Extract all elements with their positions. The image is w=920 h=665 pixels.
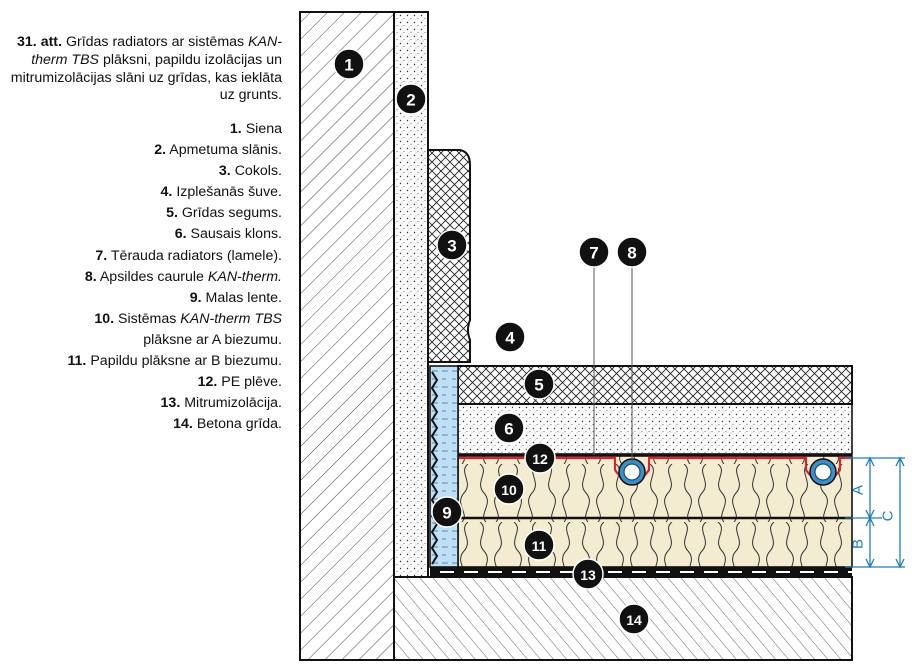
legend-item-text: Cokols. xyxy=(234,163,282,180)
legend-item-italic: KAN-therm. xyxy=(207,268,282,285)
callout-badge-label-10: 10 xyxy=(501,482,517,498)
legend-item-number: 9. xyxy=(189,289,202,306)
legend-item: plāksne ar A biezumu. xyxy=(0,330,282,351)
heating-pipe-1-bore xyxy=(623,463,641,481)
floor-covering xyxy=(457,365,853,405)
legend-panel: 31. att. Grīdas radiators ar sistēmas KA… xyxy=(0,34,282,435)
legend-item: 10. Sistēmas KAN-therm TBS xyxy=(0,309,282,330)
callout-badge-label-4: 4 xyxy=(505,329,515,348)
callout-badge-6 xyxy=(493,412,525,444)
dimension-c-label: C xyxy=(880,510,897,521)
legend-item-number: 3. xyxy=(218,163,231,180)
callout-badge-label-9: 9 xyxy=(442,504,451,523)
legend-item-text: Mitrumizolācija. xyxy=(184,395,282,412)
legend-item-text: Sistēmas xyxy=(118,310,181,327)
legend-item-text: Grīdas segums. xyxy=(181,205,282,222)
legend-item-text: Malas lente. xyxy=(205,289,283,306)
callout-badge-label-7: 7 xyxy=(589,244,598,263)
figure-caption: 31. att. Grīdas radiators ar sistēmas KA… xyxy=(0,34,282,105)
callout-badge-5 xyxy=(523,368,555,400)
legend-item: 8. Apsildes caurule KAN-therm. xyxy=(0,267,282,288)
callout-badge-4 xyxy=(494,321,526,353)
legend-item-text: Apmetuma slānis. xyxy=(169,142,282,159)
legend-item: 6. Sausais klons. xyxy=(0,224,282,245)
legend-item-text: Izplešanās šuve. xyxy=(176,184,282,201)
legend-item-text: plāksne ar A biezumu. xyxy=(143,331,282,348)
legend-item: 7. Tērauda radiators (lamele). xyxy=(0,246,282,267)
callout-badge-14 xyxy=(618,603,650,635)
legend-item: 5. Grīdas segums. xyxy=(0,203,282,224)
caption-number: 31. att. xyxy=(17,34,62,50)
caption-text-before: Grīdas radiators ar sistēmas xyxy=(65,34,245,50)
legend-item-number: 7. xyxy=(95,247,108,264)
callout-badge-10 xyxy=(493,473,525,505)
legend-item-number: 2. xyxy=(154,142,167,159)
legend-item: 13. Mitrumizolācija. xyxy=(0,393,282,414)
callout-badge-label-1: 1 xyxy=(344,56,353,75)
legend-item-number: 6. xyxy=(174,226,187,243)
additional-board xyxy=(457,517,853,568)
edge-strip-fold xyxy=(430,371,439,565)
legend-item-text: Apsildes caurule xyxy=(99,268,208,285)
callout-badge-7 xyxy=(578,236,610,268)
legend-item-number: 5. xyxy=(166,205,178,222)
legend-item: 4. Izplešanās šuve. xyxy=(0,182,282,203)
callout-badge-3 xyxy=(436,229,468,261)
legend-item-text: Sausais klons. xyxy=(190,226,282,243)
wall xyxy=(299,11,395,661)
callout-badge-13 xyxy=(572,558,604,590)
legend-item-text: PE plēve. xyxy=(221,374,282,391)
legend-item-number: 8. xyxy=(84,268,97,285)
callout-badge-label-8: 8 xyxy=(627,244,636,263)
callout-badge-label-6: 6 xyxy=(504,420,513,439)
callout-badge-label-5: 5 xyxy=(534,376,543,395)
callout-badge-8 xyxy=(616,236,648,268)
callout-badge-12 xyxy=(524,442,556,474)
legend-item: 1. Siena xyxy=(0,119,282,140)
callout-badge-label-3: 3 xyxy=(447,237,456,256)
callout-badge-1 xyxy=(333,48,365,80)
heating-pipe-2-bore xyxy=(814,463,832,481)
legend-item-text: Siena xyxy=(245,121,282,137)
callout-badge-label-12: 12 xyxy=(532,451,548,467)
legend-item-number: 13. xyxy=(160,395,181,412)
legend-item: 2. Apmetuma slānis. xyxy=(0,140,282,161)
callout-badge-label-11: 11 xyxy=(532,538,547,554)
legend-item-italic: KAN-therm TBS xyxy=(180,310,282,327)
callout-badge-11 xyxy=(523,529,555,561)
dimension-lines xyxy=(845,456,905,569)
legend-item-number: 14. xyxy=(173,416,193,433)
caption-system-name: KAN-therm TBS xyxy=(31,34,282,68)
legend-item: 3. Cokols. xyxy=(0,161,282,182)
legend-item-number: 1. xyxy=(229,121,242,137)
callout-badge-label-14: 14 xyxy=(626,612,642,628)
callout-badge-2 xyxy=(395,83,427,115)
legend-item: 11. Papildu plāksne ar B biezumu. xyxy=(0,351,282,372)
legend-item-text: Betona grīda. xyxy=(196,416,282,433)
dimension-b-label: B xyxy=(850,539,867,549)
caption-text-after: plāksni, papildu izolācijas un mitrumizo… xyxy=(10,51,282,104)
callout-badge-label-13: 13 xyxy=(580,567,596,583)
legend-item: 9. Malas lente. xyxy=(0,288,282,309)
callout-badge-label-2: 2 xyxy=(406,91,415,110)
legend-item-number: 10. xyxy=(94,310,115,327)
legend-item: 14. Betona grīda. xyxy=(0,414,282,435)
legend-item-text: Tērauda radiators (lamele). xyxy=(110,247,282,264)
legend-item-number: 11. xyxy=(67,353,87,370)
dimension-a-label: A xyxy=(850,485,867,495)
callout-badge-9 xyxy=(431,496,463,528)
legend-item-text: Papildu plāksne ar B biezumu. xyxy=(90,353,282,370)
legend-item-number: 12. xyxy=(197,374,218,391)
legend-item: 12. PE plēve. xyxy=(0,372,282,393)
legend-item-number: 4. xyxy=(160,184,173,201)
